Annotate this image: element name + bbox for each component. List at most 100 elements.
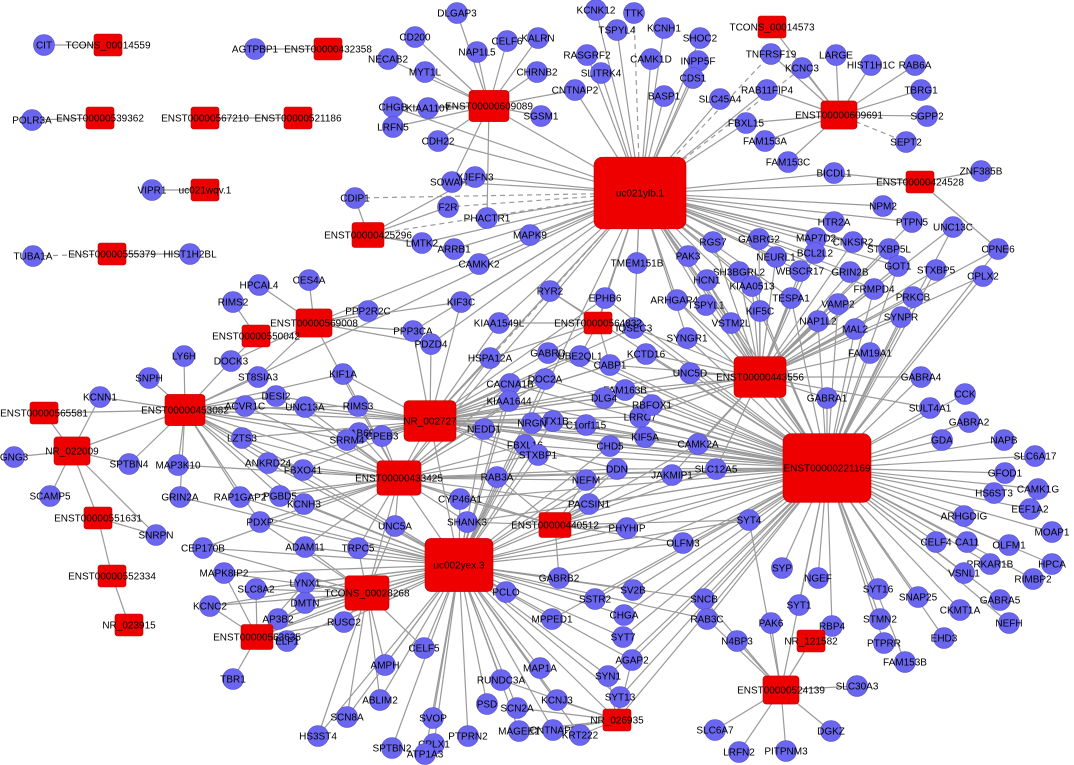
- gene-node: GABRD: [530, 342, 566, 364]
- gene-node-label: CES4A: [293, 276, 326, 287]
- gene-node: AP3B2: [262, 608, 294, 630]
- gene-node: CAMKK2: [458, 253, 500, 275]
- gene-node-label: SYT16: [863, 585, 894, 596]
- network-edge: [241, 437, 400, 479]
- gene-node-label: LARGE: [819, 51, 853, 62]
- gene-node: ARRB1: [437, 238, 471, 260]
- gene-node: GABRA2: [949, 411, 990, 433]
- network-edge: [759, 241, 854, 378]
- gene-node: GABRA1: [807, 387, 848, 409]
- gene-node-label: KCNC3: [785, 64, 819, 75]
- gene-node-circle: [427, 130, 449, 152]
- gene-node-label: CELF4: [920, 538, 952, 549]
- gene-node: IQSEC3: [616, 317, 653, 339]
- gene-node: SYN1: [595, 665, 621, 687]
- gene-node-label: PTPRR: [867, 639, 901, 650]
- gene-node-circle: [548, 567, 570, 589]
- gene-node-label: FAM153C: [766, 158, 810, 169]
- gene-node-circle: [527, 444, 549, 466]
- gene-node: PTPRR: [867, 632, 901, 654]
- gene-node-circle: [347, 395, 369, 417]
- gene-node: SLC6A17: [1014, 445, 1057, 467]
- gene-node-label: ZNF385B: [960, 167, 1003, 178]
- gene-node: ARHGDIG: [941, 505, 988, 527]
- gene-node-label: LY6H: [172, 352, 196, 363]
- gene-node-circle: [402, 320, 424, 342]
- gene-node: KIF3C: [447, 291, 475, 313]
- gene-node-circle: [464, 166, 486, 188]
- gene-node-label: DGKZ: [817, 727, 845, 738]
- gene-node: RBP4: [819, 615, 845, 637]
- gene-node-label: PHYHIP: [608, 524, 646, 535]
- gene-node-label: SLC45A4: [699, 95, 742, 106]
- lncrna-node: ENST00000425296: [324, 222, 412, 248]
- gene-node-circle: [901, 211, 923, 233]
- gene-node: DOCK3: [214, 350, 249, 372]
- gene-node-label: GABRA5: [980, 596, 1021, 607]
- gene-node-circle: [807, 567, 829, 589]
- gene-node-circle: [222, 291, 244, 313]
- gene-node-label: GRIN2A: [161, 493, 199, 504]
- gene-node-circle: [247, 366, 269, 388]
- gene-node: HPCAL4: [240, 274, 279, 296]
- gene-node-circle: [989, 589, 1011, 611]
- gene-node-label: PAK3: [676, 252, 701, 263]
- gene-node-label: PCLO: [492, 588, 519, 599]
- network-edge: [458, 564, 705, 600]
- gene-node: MAPK8IP2: [200, 562, 249, 584]
- lncrna-node-label: ENST00000521186: [254, 114, 342, 125]
- gene-node: LMTK2: [406, 232, 439, 254]
- gene-node: UNC13C: [933, 216, 973, 238]
- gene-node-circle: [860, 54, 882, 76]
- gene-node-circle: [825, 44, 847, 66]
- gene-node: VSNL1: [948, 562, 980, 584]
- gene-node-label: CABP1: [594, 361, 627, 372]
- lncrna-node-label: ENST00000524139: [737, 686, 825, 697]
- gene-node: UNC5A: [378, 515, 412, 537]
- gene-node-label: PITPNM3: [764, 747, 808, 758]
- gene-node-circle: [867, 578, 889, 600]
- gene-node-circle: [626, 252, 648, 274]
- network-edge: [429, 297, 606, 422]
- gene-node: DLG4: [591, 387, 617, 409]
- gene-node-circle: [827, 293, 849, 315]
- network-edge: [398, 378, 546, 479]
- gene-node: CAMK1D: [630, 48, 672, 70]
- gene-node-label: NEFH: [995, 619, 1022, 630]
- gene-node: F2R: [437, 196, 459, 218]
- lncrna-node: ENST00000564832: [554, 311, 642, 335]
- lncrna-node-box: [283, 106, 313, 130]
- gene-node: SPTBN2: [373, 737, 412, 759]
- network-edge: [458, 542, 684, 566]
- gene-node-circle: [145, 524, 167, 546]
- lncrna-node-box: [97, 242, 127, 266]
- gene-node: GABRG2: [738, 228, 780, 250]
- gene-node-circle: [371, 425, 393, 447]
- gene-node-circle: [597, 665, 619, 687]
- gene-node-circle: [519, 224, 541, 246]
- network-edge: [547, 352, 828, 469]
- gene-node-circle: [411, 232, 433, 254]
- gene-node-circle: [925, 531, 947, 553]
- gene-node-circle: [292, 459, 314, 481]
- gene-node-circle: [384, 515, 406, 537]
- lncrna-node-box: [593, 156, 687, 230]
- network-edge: [244, 405, 400, 479]
- gene-node-label: CHRNB2: [516, 68, 558, 79]
- gene-node: BICDL1: [816, 162, 852, 184]
- lncrna-node: ENST00000609089: [445, 90, 533, 122]
- gene-node-circle: [293, 493, 315, 515]
- gene-node-circle: [381, 737, 403, 759]
- gene-node-label: SEPT2: [890, 138, 922, 149]
- gene-node: AMPH: [371, 654, 399, 676]
- gene-node: GABRA4: [901, 366, 942, 388]
- gene-node-label: FAM163B: [603, 386, 647, 397]
- gene-node-label: PRKCB: [896, 293, 931, 304]
- gene-node-circle: [679, 362, 701, 384]
- gene-node-circle: [417, 97, 439, 119]
- gene-node-circle: [760, 612, 782, 634]
- gene-node-label: EEF1A2: [1011, 505, 1049, 516]
- gene-node: LRFN2: [723, 741, 755, 763]
- gene-node: PDZD4: [415, 333, 448, 355]
- gene-node: KCNC3: [785, 57, 819, 79]
